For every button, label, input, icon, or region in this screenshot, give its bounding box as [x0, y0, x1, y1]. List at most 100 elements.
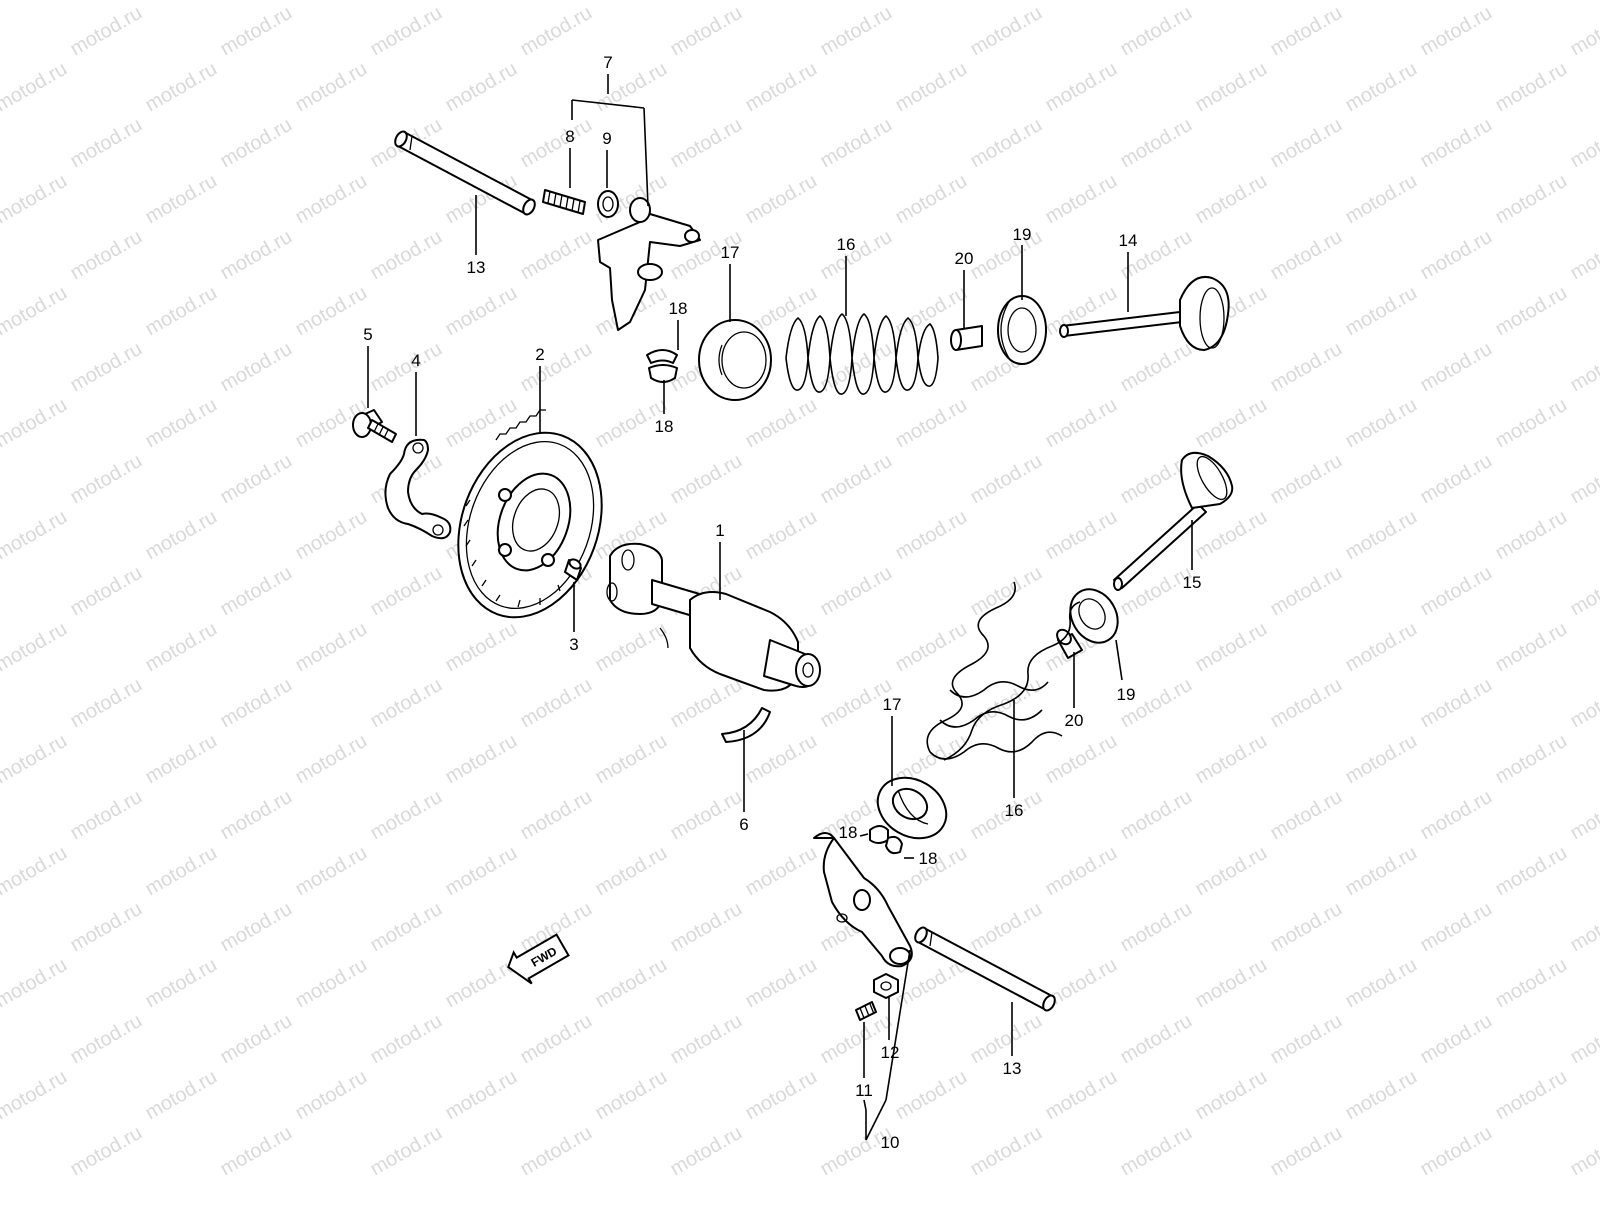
watermark-text: motod.ru [967, 898, 1046, 957]
watermark-text: motod.ru [367, 898, 446, 957]
watermark-text: motod.ru [0, 506, 71, 565]
watermark-text: motod.ru [1492, 282, 1571, 341]
watermark-text: motod.ru [217, 226, 296, 285]
watermark-text: motod.ru [292, 1066, 371, 1125]
watermark-text: motod.ru [1267, 2, 1346, 61]
watermark-text: motod.ru [67, 450, 146, 509]
watermark-text: motod.ru [1567, 898, 1600, 957]
watermark-text: motod.ru [1192, 954, 1271, 1013]
callout-13-top: 13 [467, 258, 486, 277]
watermark-text: motod.ru [1567, 114, 1600, 173]
watermark-text: motod.ru [0, 618, 71, 677]
watermark-text: motod.ru [892, 618, 971, 677]
watermark-text: motod.ru [667, 450, 746, 509]
watermark-text: motod.ru [217, 338, 296, 397]
watermark-text: motod.ru [967, 1122, 1046, 1181]
callout-19-top: 19 [1013, 225, 1032, 244]
callout-18-b: 18 [655, 417, 674, 436]
callout-16-bottom: 16 [1005, 801, 1024, 820]
watermark-text: motod.ru [1117, 1010, 1196, 1069]
watermark-text: motod.ru [517, 226, 596, 285]
watermark-text: motod.ru [367, 674, 446, 733]
watermark-text: motod.ru [892, 58, 971, 117]
watermark-text: motod.ru [442, 58, 521, 117]
watermark-text: motod.ru [1492, 1066, 1571, 1125]
callout-14: 14 [1119, 231, 1138, 250]
watermark-text: motod.ru [1342, 394, 1421, 453]
callout-1: 1 [715, 521, 724, 540]
watermark-text: motod.ru [817, 450, 896, 509]
lock-nut [874, 974, 898, 998]
watermark-text: motod.ru [1417, 898, 1496, 957]
watermark-text: motod.ru [367, 226, 446, 285]
watermark-text: motod.ru [442, 618, 521, 677]
watermark-text: motod.ru [1342, 1066, 1421, 1125]
watermark-text: motod.ru [0, 842, 71, 901]
watermark-text: motod.ru [367, 2, 446, 61]
watermark-text: motod.ru [1417, 1122, 1496, 1181]
watermark-text: motod.ru [967, 114, 1046, 173]
watermark-text: motod.ru [1492, 170, 1571, 229]
watermark-text: motod.ru [217, 786, 296, 845]
watermark-text: motod.ru [517, 674, 596, 733]
watermark-text: motod.ru [142, 394, 221, 453]
watermark-text: motod.ru [1342, 170, 1421, 229]
washer-9 [598, 191, 618, 217]
watermark-text: motod.ru [1567, 1010, 1600, 1069]
watermark-text: motod.ru [592, 1066, 671, 1125]
watermark-text: motod.ru [1267, 786, 1346, 845]
watermark-text: motod.ru [292, 282, 371, 341]
callout-18-d: 18 [919, 849, 938, 868]
watermark-text: motod.ru [1567, 226, 1600, 285]
watermark-text: motod.ru [517, 1010, 596, 1069]
watermark-text: motod.ru [67, 1010, 146, 1069]
watermark-text: motod.ru [1417, 226, 1496, 285]
watermark-text: motod.ru [442, 842, 521, 901]
watermark-text: motod.ru [67, 226, 146, 285]
watermark-text: motod.ru [1042, 58, 1121, 117]
watermark-text: motod.ru [592, 842, 671, 901]
watermark-text: motod.ru [1267, 226, 1346, 285]
watermark-text: motod.ru [217, 1010, 296, 1069]
watermark-text: motod.ru [142, 730, 221, 789]
callout-2: 2 [535, 345, 544, 364]
watermark-text: motod.ru [292, 506, 371, 565]
watermark-text: motod.ru [1567, 562, 1600, 621]
watermark-text: motod.ru [1342, 282, 1421, 341]
watermark-text: motod.ru [0, 730, 71, 789]
watermark-text: motod.ru [442, 282, 521, 341]
oil-seal-top [998, 296, 1046, 364]
watermark-text: motod.ru [1192, 394, 1271, 453]
watermark-text: motod.ru [1042, 730, 1121, 789]
watermark-text: motod.ru [367, 338, 446, 397]
spring-8 [543, 190, 585, 214]
watermark-text: motod.ru [742, 170, 821, 229]
watermark-text: motod.ru [1042, 0, 1121, 4]
watermark-text: motod.ru [1117, 898, 1196, 957]
watermark-text: motod.ru [1117, 1122, 1196, 1181]
watermark-text: motod.ru [1042, 506, 1121, 565]
watermark-text: motod.ru [517, 338, 596, 397]
watermark-text: motod.ru [1342, 730, 1421, 789]
watermark-text: motod.ru [217, 450, 296, 509]
watermark-text: motod.ru [1417, 2, 1496, 61]
watermark-text: motod.ru [1117, 338, 1196, 397]
watermark-text: motod.ru [367, 786, 446, 845]
watermark-text: motod.ru [1417, 562, 1496, 621]
watermark-text: motod.ru [0, 58, 71, 117]
watermark-text: motod.ru [742, 954, 821, 1013]
callout-17-top: 17 [721, 243, 740, 262]
watermark-text: motod.ru [217, 674, 296, 733]
watermark-text: motod.ru [1492, 954, 1571, 1013]
watermark-text: motod.ru [1042, 170, 1121, 229]
callout-17-bottom: 17 [883, 695, 902, 714]
watermark-text: motod.ru [1267, 450, 1346, 509]
spring-seat-top [699, 320, 771, 400]
watermark-text: motod.ru [1192, 842, 1271, 901]
watermark-text: motod.ru [817, 114, 896, 173]
watermark-text: motod.ru [742, 0, 821, 4]
callout-7: 7 [603, 53, 612, 72]
watermark-text: motod.ru [67, 898, 146, 957]
circlip [722, 708, 770, 742]
